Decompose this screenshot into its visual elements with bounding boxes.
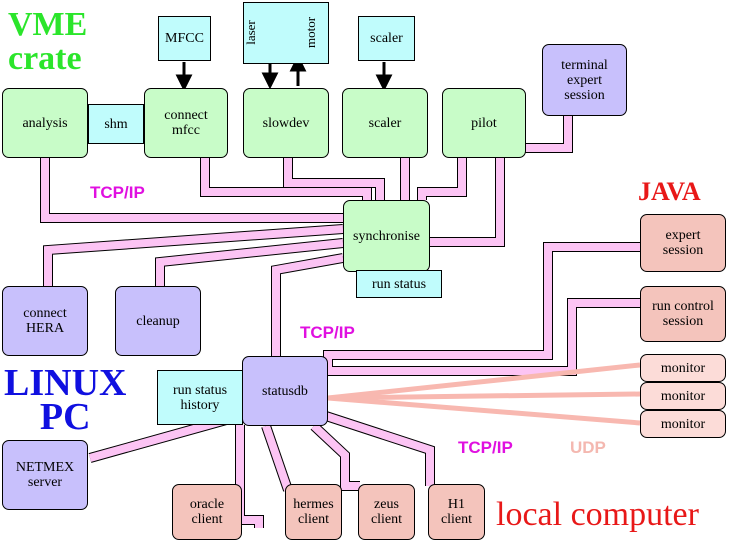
node-connect-hera: connect HERA — [2, 286, 88, 356]
node-run-control-session: run control session — [640, 286, 726, 342]
node-slowdev: slowdev — [243, 88, 329, 158]
node-shm: shm — [88, 104, 144, 144]
scaler-hardware: scaler — [358, 16, 415, 61]
node-h1-client: H1 client — [428, 484, 485, 540]
node-expert-session: expert session — [640, 214, 726, 272]
node-terminal-expert-session: terminal expert session — [542, 44, 627, 116]
link-udp-monitor-2 — [327, 391, 641, 401]
tcp-label-mid: TCP/IP — [300, 323, 355, 342]
link-udp-monitor-1 — [327, 362, 641, 401]
vme-crate-label: VME crate — [8, 6, 88, 77]
link-udp-monitor-3 — [327, 395, 641, 426]
linux-pc-label: LINUX PC — [4, 362, 127, 438]
node-synchronise: synchronise — [343, 200, 430, 272]
laser-label: laser — [242, 20, 258, 45]
udp-label: UDP — [570, 438, 606, 457]
local-computer-label: local computer — [496, 496, 699, 533]
java-label: JAVA — [638, 177, 701, 206]
node-monitor-3: monitor — [640, 410, 726, 438]
laser-motor-hardware: laser motor — [243, 2, 329, 64]
node-cleanup: cleanup — [115, 286, 201, 356]
node-scaler: scaler — [342, 88, 428, 158]
node-hermes-client: hermes client — [285, 484, 342, 540]
node-monitor-1: monitor — [640, 354, 726, 382]
node-zeus-client: zeus client — [358, 484, 415, 540]
tcp-label-bottom: TCP/IP — [458, 438, 513, 457]
node-run-status-history: run status history — [157, 370, 243, 425]
node-monitor-2: monitor — [640, 382, 726, 410]
tcp-label-top: TCP/IP — [90, 183, 145, 202]
node-pilot: pilot — [442, 88, 526, 158]
node-statusdb: statusdb — [242, 356, 328, 426]
node-netmex-server: NETMEX server — [2, 440, 88, 510]
node-analysis: analysis — [2, 88, 88, 158]
mfcc-hardware: MFCC — [158, 16, 211, 61]
node-oracle-client: oracle client — [172, 484, 242, 540]
link-runcontrol-statusdb — [328, 298, 640, 376]
motor-label: motor — [303, 16, 319, 49]
node-run-status: run status — [356, 270, 442, 298]
node-connect-mfcc: connect mfcc — [144, 88, 228, 158]
